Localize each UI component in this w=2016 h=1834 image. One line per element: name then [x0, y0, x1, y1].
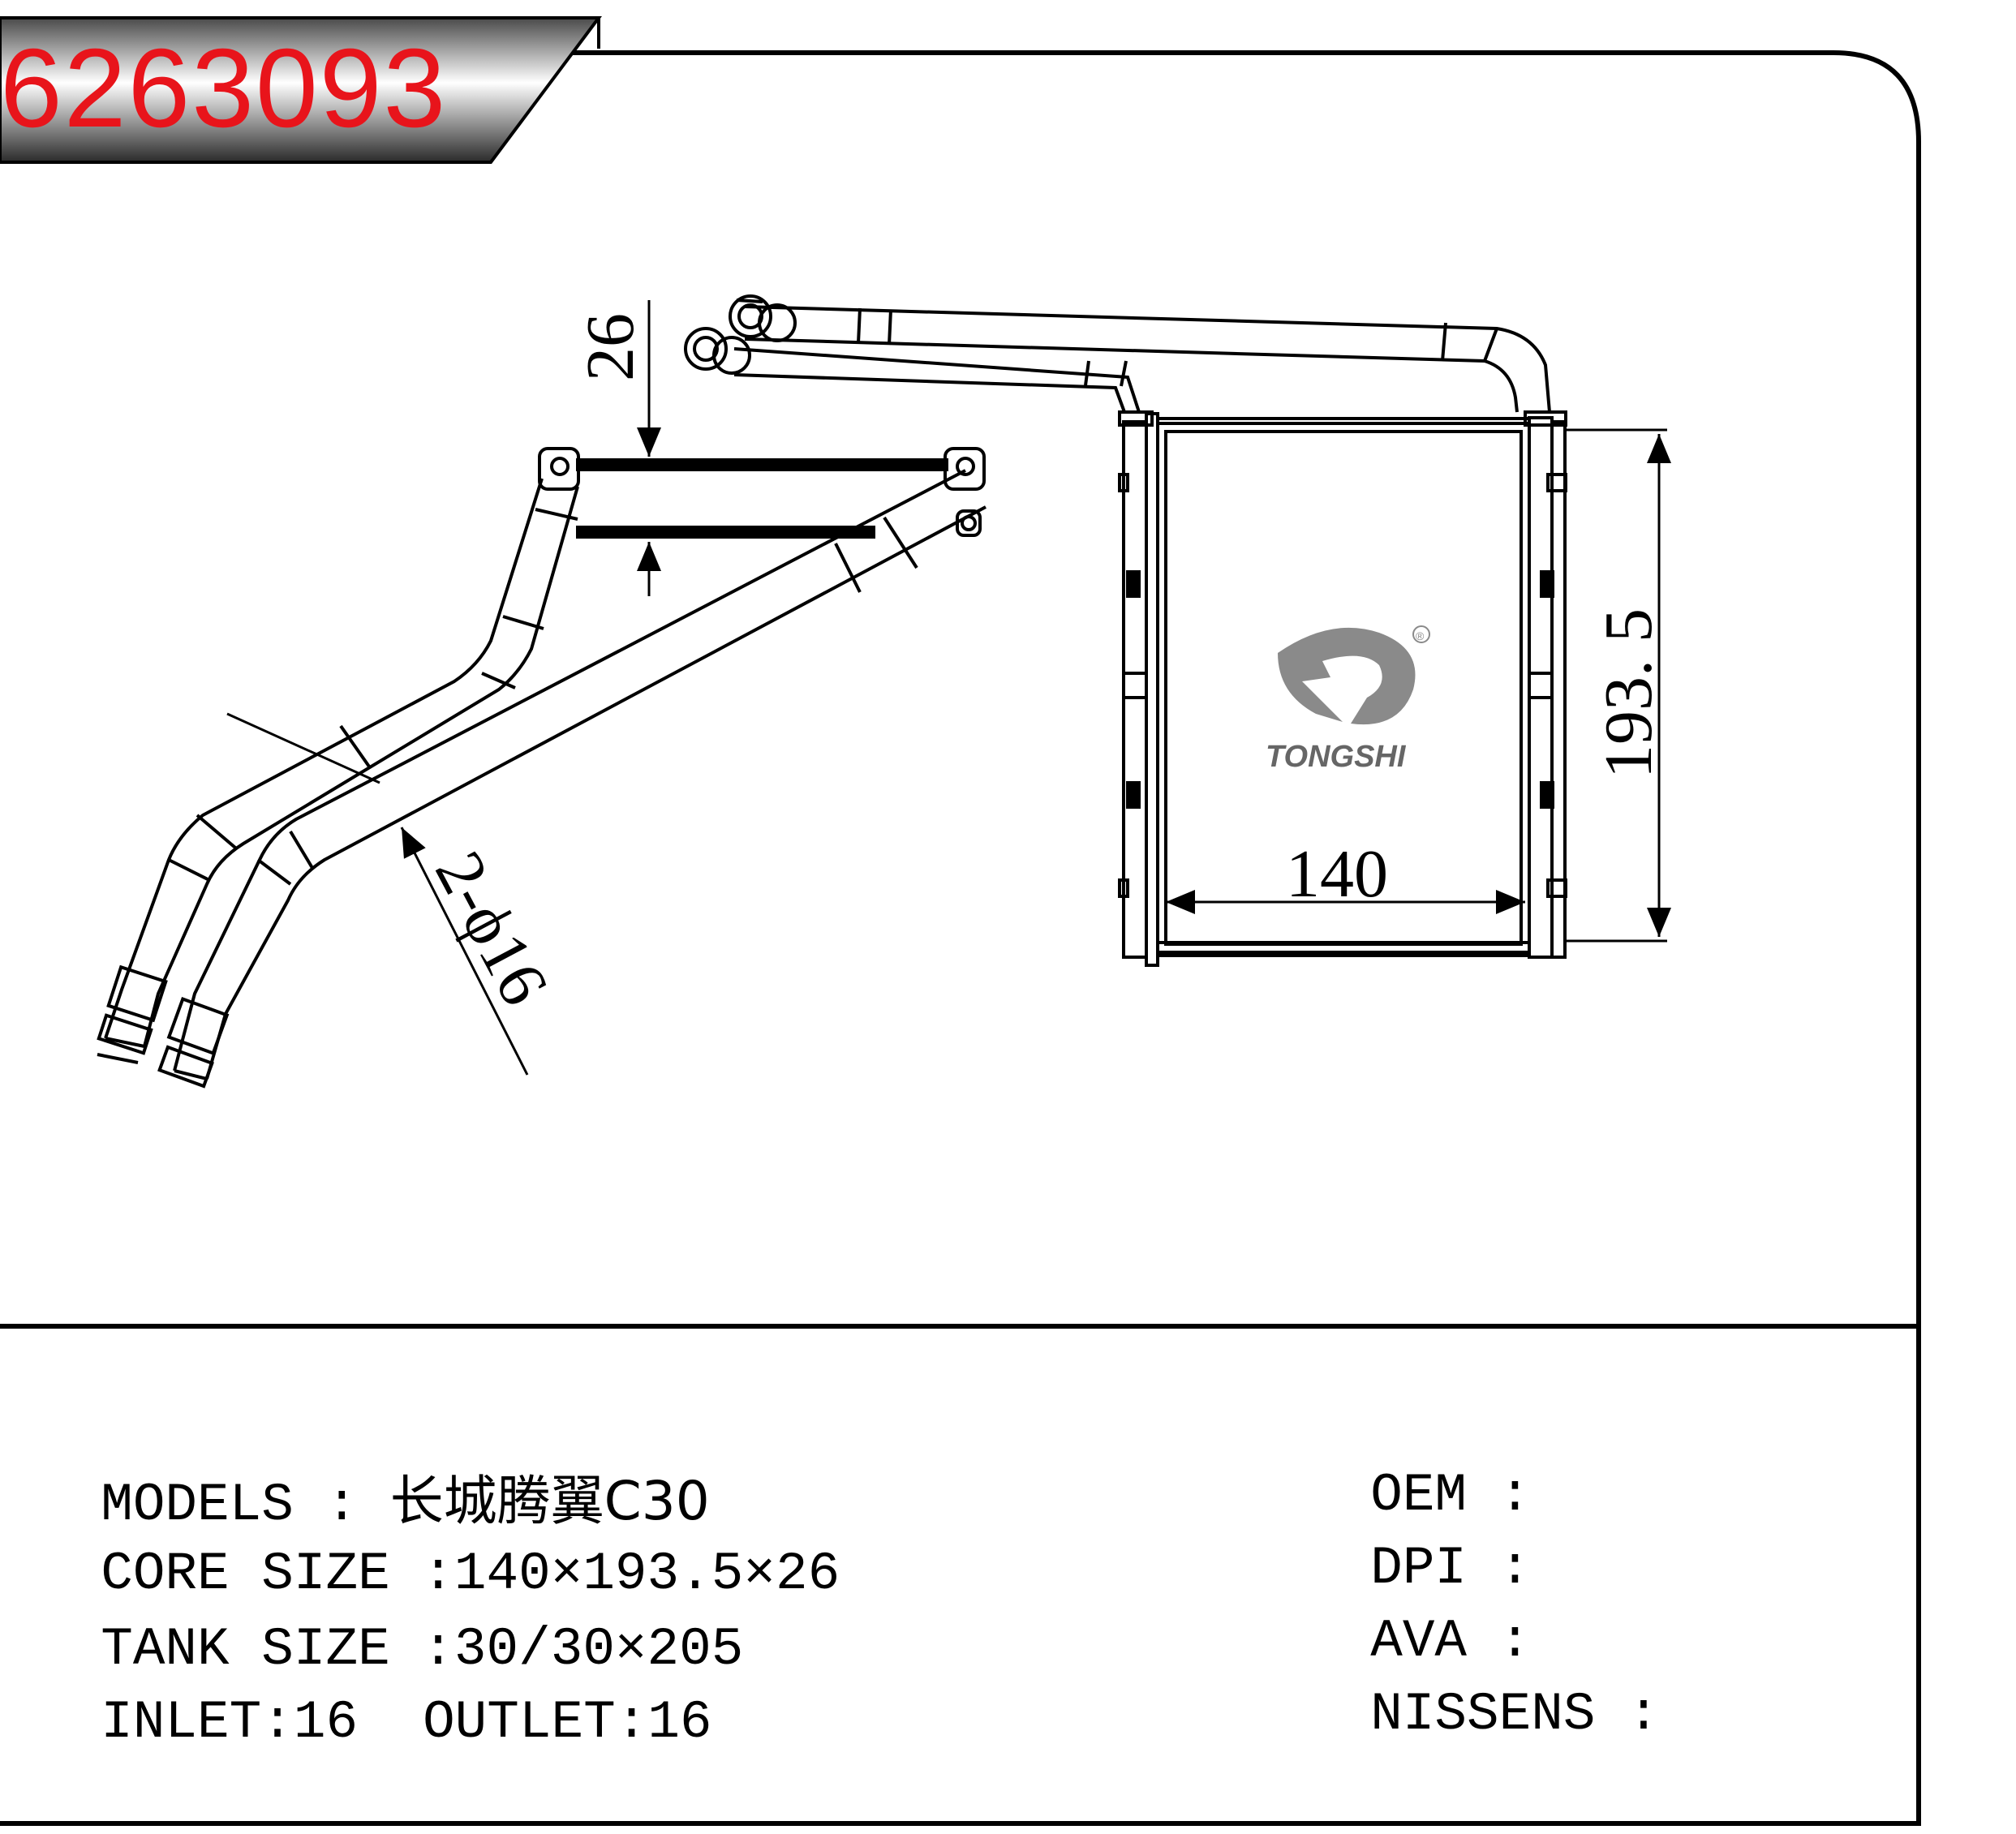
dim-height: 193. 5 — [1591, 608, 1666, 779]
outlet-value: 16 — [647, 1692, 712, 1753]
brand-logo: ® TONGSHI — [1266, 625, 1430, 774]
brand-name: TONGSHI — [1266, 740, 1407, 774]
dim-thickness: 26 — [573, 313, 648, 381]
core-size-row: CORE SIZE :140×193.5×26 — [37, 1494, 840, 1601]
core-size-label: CORE SIZE — [101, 1544, 390, 1604]
drawing-frame — [0, 50, 1921, 1826]
nissens-label: NISSENS — [1370, 1684, 1596, 1745]
dim-width: 140 — [1286, 836, 1388, 912]
part-number-banner — [0, 16, 602, 164]
dpi-label: DPI — [1370, 1538, 1468, 1599]
dim-pipe-spec: 2-ϕ16 — [420, 840, 562, 1017]
tank-size-label: TANK SIZE — [101, 1619, 390, 1680]
core-size-value: :140×193.5×26 — [389, 1544, 840, 1604]
oem-label: OEM — [1370, 1465, 1468, 1526]
inlet-value: 16 — [293, 1692, 359, 1753]
inlet-label: INLET: — [101, 1692, 294, 1753]
models-row: MODELS : 长城腾翼C30 — [101, 1470, 710, 1535]
dpi-row: DPI : — [1370, 1538, 1532, 1599]
heater-core-front-view — [684, 294, 1567, 967]
dimension-lines — [226, 300, 1671, 1076]
tank-size-value: :30/30×205 — [389, 1619, 744, 1680]
outlet-label: OUTLET: — [423, 1692, 648, 1753]
nissens-row: NISSENS : — [1370, 1684, 1660, 1745]
part-number: 6263093 — [0, 26, 448, 151]
tank-size-row: TANK SIZE :30/30×205 — [37, 1570, 743, 1677]
heater-core-side-view — [97, 447, 987, 1089]
models-value: 长城腾翼C30 — [389, 1470, 710, 1532]
registered-mark: ® — [1416, 629, 1425, 642]
ava-label: AVA — [1370, 1611, 1468, 1672]
ava-row: AVA : — [1370, 1611, 1532, 1672]
models-label: MODELS — [101, 1475, 294, 1535]
oem-row: OEM : — [1370, 1465, 1532, 1526]
